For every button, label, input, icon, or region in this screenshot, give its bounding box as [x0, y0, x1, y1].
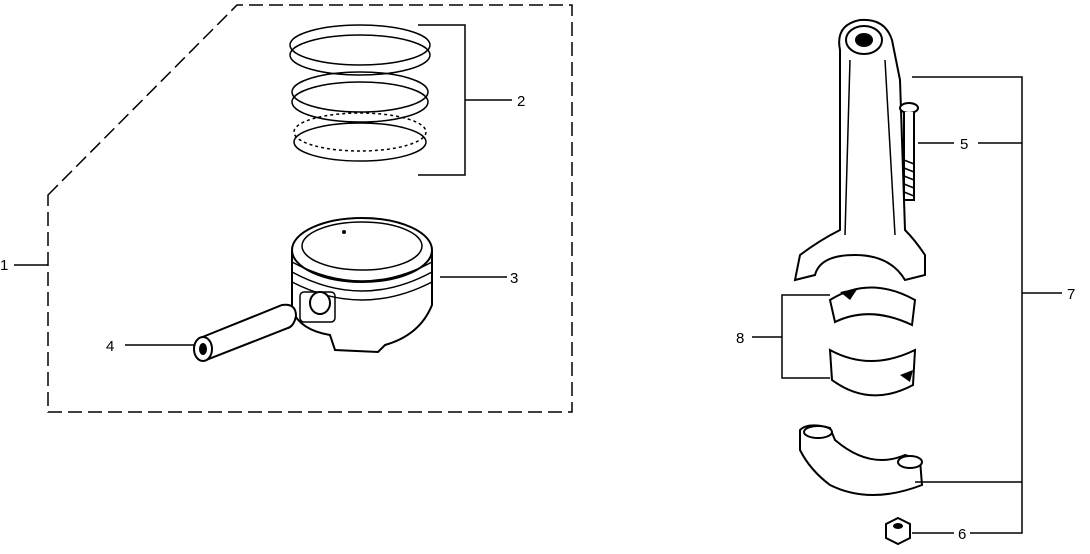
callout-1: 1	[0, 257, 8, 274]
callout-4: 4	[106, 338, 114, 355]
callout-6: 6	[958, 526, 966, 543]
rod-bolt-drawing	[899, 102, 919, 201]
bearing-lower-drawing	[828, 348, 917, 397]
callout-8: 8	[736, 330, 744, 347]
rod-nut-drawing	[885, 516, 911, 546]
bearing-upper-drawing	[828, 286, 917, 327]
connecting-rod-drawing	[793, 18, 926, 282]
callout-2: 2	[517, 93, 525, 110]
piston-drawing	[291, 217, 433, 354]
piston-kit-boundary	[47, 4, 573, 413]
callout-7: 7	[1067, 286, 1075, 303]
piston-pin-drawing	[193, 303, 298, 362]
piston-rings-drawing	[289, 24, 431, 162]
callout-5: 5	[960, 136, 968, 153]
callout-3: 3	[510, 270, 518, 287]
rod-cap-drawing	[799, 424, 924, 496]
